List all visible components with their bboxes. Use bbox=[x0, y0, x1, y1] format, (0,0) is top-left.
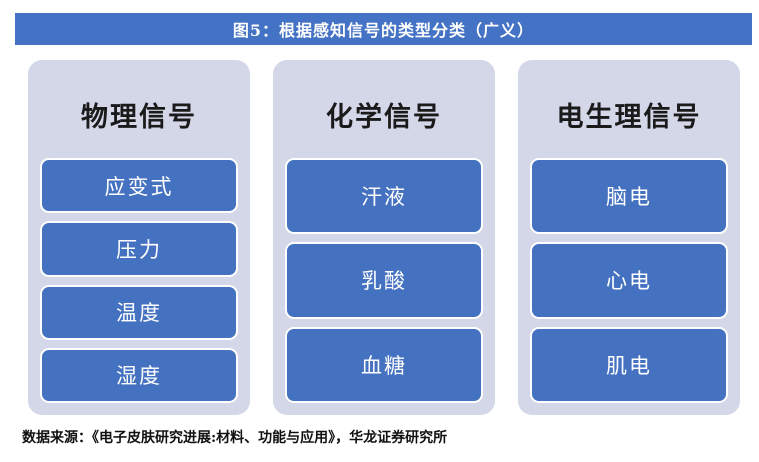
signal-item[interactable]: 肌电 bbox=[530, 326, 728, 403]
signal-item-label: 压力 bbox=[116, 237, 162, 262]
category-items-electrophysiological: 脑电 心电 肌电 bbox=[530, 158, 728, 403]
category-panel-chemical: 化学信号 汗液 乳酸 血糖 bbox=[273, 60, 495, 415]
signal-item[interactable]: 血糖 bbox=[285, 326, 483, 403]
signal-item-label: 乳酸 bbox=[361, 269, 407, 294]
signal-category-columns: 物理信号 应变式 压力 温度 湿度 化学信号 bbox=[28, 60, 740, 415]
category-panel-physical: 物理信号 应变式 压力 温度 湿度 bbox=[28, 60, 250, 415]
signal-item[interactable]: 温度 bbox=[40, 284, 238, 340]
category-header-label: 化学信号 bbox=[326, 101, 442, 133]
figure-title-text: 图5：根据感知信号的类型分类（广义） bbox=[232, 21, 535, 40]
signal-item[interactable]: 汗液 bbox=[285, 158, 483, 235]
signal-item-label: 汗液 bbox=[361, 185, 407, 210]
category-header-electrophysiological: 电生理信号 bbox=[530, 70, 728, 158]
signal-item-label: 心电 bbox=[606, 269, 652, 294]
category-header-chemical: 化学信号 bbox=[285, 70, 483, 158]
signal-item-label: 湿度 bbox=[116, 364, 162, 389]
signal-item-label: 肌电 bbox=[606, 353, 652, 378]
category-header-label: 物理信号 bbox=[81, 101, 197, 133]
category-header-label: 电生理信号 bbox=[556, 101, 702, 133]
signal-item[interactable]: 压力 bbox=[40, 221, 238, 277]
figure-source-footer: 数据来源：《电子皮肤研究进展:材料、功能与应用》，华龙证券研究所 bbox=[22, 424, 742, 450]
category-panel-electrophysiological: 电生理信号 脑电 心电 肌电 bbox=[518, 60, 740, 415]
signal-item[interactable]: 乳酸 bbox=[285, 242, 483, 319]
category-header-physical: 物理信号 bbox=[40, 70, 238, 158]
signal-item-label: 血糖 bbox=[361, 353, 407, 378]
category-items-physical: 应变式 压力 温度 湿度 bbox=[40, 158, 238, 403]
figure-source-text: 数据来源：《电子皮肤研究进展:材料、功能与应用》，华龙证券研究所 bbox=[22, 430, 448, 446]
category-items-chemical: 汗液 乳酸 血糖 bbox=[285, 158, 483, 403]
signal-item[interactable]: 应变式 bbox=[40, 158, 238, 214]
figure-title-banner: 图5：根据感知信号的类型分类（广义） bbox=[15, 13, 752, 45]
signal-item-label: 脑电 bbox=[606, 185, 652, 210]
signal-item[interactable]: 湿度 bbox=[40, 347, 238, 403]
signal-item[interactable]: 心电 bbox=[530, 242, 728, 319]
signal-item-label: 温度 bbox=[116, 301, 162, 326]
signal-item-label: 应变式 bbox=[104, 174, 174, 199]
signal-item[interactable]: 脑电 bbox=[530, 158, 728, 235]
